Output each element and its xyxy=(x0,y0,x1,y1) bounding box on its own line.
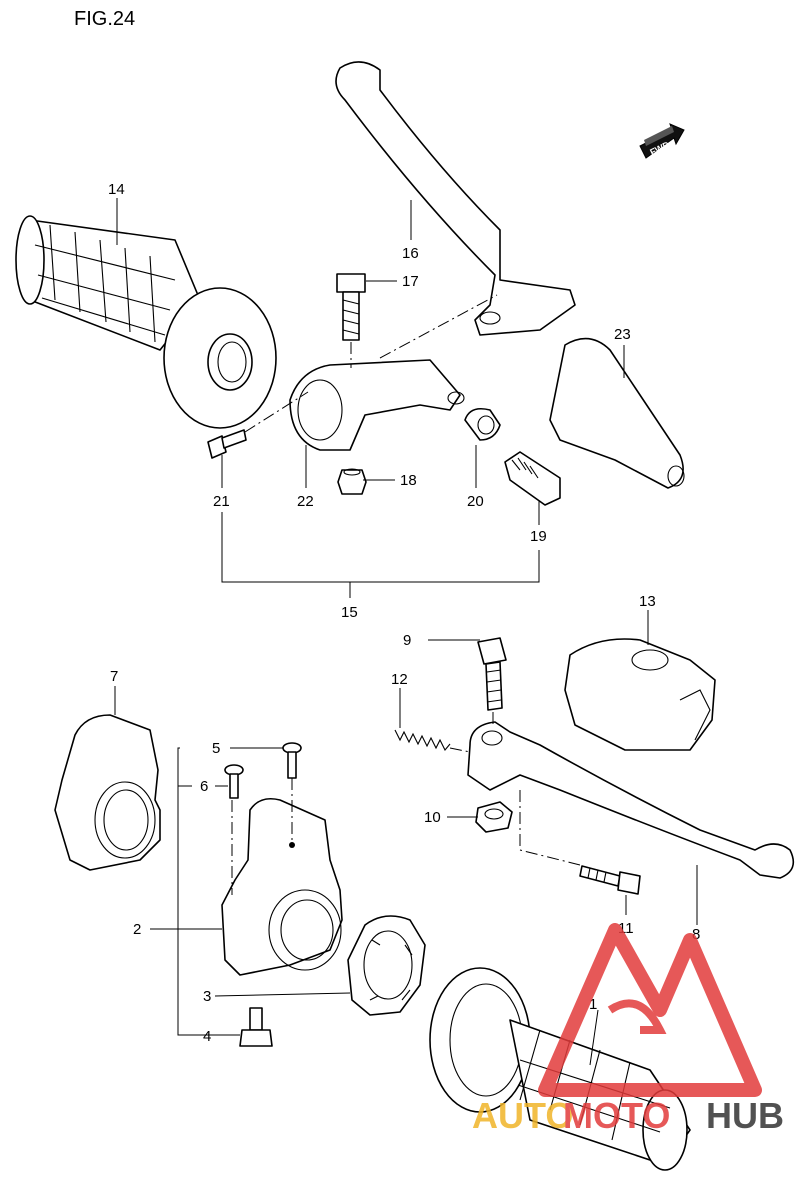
adjuster-nut-20-part xyxy=(464,407,501,441)
callout-labels: 1 2 3 4 5 6 7 8 9 10 11 12 13 14 15 16 1… xyxy=(108,181,700,1045)
screw-21-part xyxy=(207,429,247,459)
callout-20: 20 xyxy=(467,493,484,510)
switch-cover-7-part xyxy=(54,714,161,871)
watermark-logo: AUTO MOTO HUB xyxy=(472,923,784,1136)
bolt-11-part xyxy=(579,865,641,895)
callout-6: 6 xyxy=(200,778,208,795)
screw-6-part xyxy=(224,764,244,799)
callout-23: 23 xyxy=(614,326,631,343)
nut-18-part xyxy=(337,468,367,495)
watermark-logo-mark xyxy=(538,923,762,1097)
alignment-lines xyxy=(231,294,581,895)
callout-9: 9 xyxy=(403,632,411,649)
callout-10: 10 xyxy=(424,809,441,826)
lever-cover-23-part xyxy=(549,337,685,489)
bolt-17-part xyxy=(336,273,366,341)
cover-13-part xyxy=(564,638,716,751)
figure-title: FIG.24 xyxy=(74,8,135,30)
screw-4-part xyxy=(239,1007,273,1047)
callout-18: 18 xyxy=(400,472,417,489)
cable-adjuster-19-part xyxy=(504,451,561,506)
lever-holder-part xyxy=(289,359,465,451)
callout-4: 4 xyxy=(203,1028,211,1045)
watermark-part3: HUB xyxy=(706,1095,784,1136)
callout-12: 12 xyxy=(391,671,408,688)
bolt-9-part xyxy=(477,637,507,711)
callout-7: 7 xyxy=(110,668,118,685)
callout-15: 15 xyxy=(341,604,358,621)
callout-17: 17 xyxy=(402,273,419,290)
watermark-part2: MOTO xyxy=(563,1095,670,1136)
switch-housing-2-part xyxy=(221,797,343,976)
watermark-part1: AUTO xyxy=(472,1095,573,1136)
leader-lines xyxy=(114,198,698,1066)
callout-5: 5 xyxy=(212,740,220,757)
screw-5-part xyxy=(282,742,302,779)
callout-1: 1 xyxy=(589,996,597,1013)
clamp-3-part xyxy=(347,915,426,1016)
callout-2: 2 xyxy=(133,921,141,938)
callout-14: 14 xyxy=(108,181,125,198)
callout-13: 13 xyxy=(639,593,656,610)
left-grip-part xyxy=(15,215,277,429)
callout-3: 3 xyxy=(203,988,211,1005)
callout-16: 16 xyxy=(402,245,419,262)
callout-21: 21 xyxy=(213,493,230,510)
callout-22: 22 xyxy=(297,493,314,510)
nut-10-part xyxy=(475,801,513,833)
callout-19: 19 xyxy=(530,528,547,545)
fwd-arrow-icon: FWD xyxy=(639,123,685,159)
brake-lever-part xyxy=(467,721,795,879)
callout-8: 8 xyxy=(692,926,700,943)
spring-12-part xyxy=(394,729,451,751)
clutch-lever-part xyxy=(335,61,576,336)
